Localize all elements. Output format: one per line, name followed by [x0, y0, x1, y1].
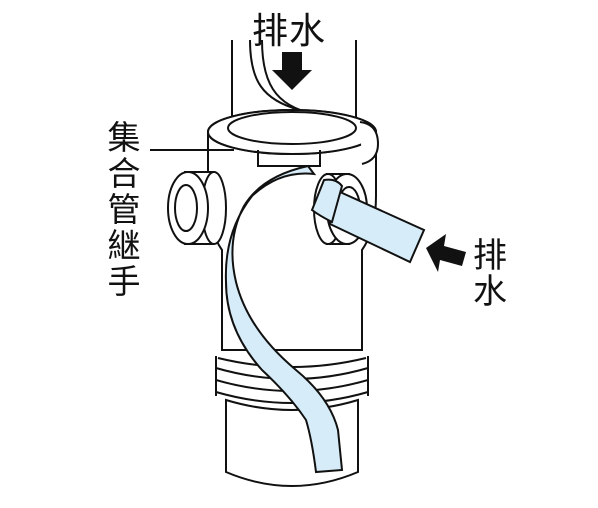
drain-top-label: 排水	[252, 11, 327, 52]
manifold-joint-label: 集合管継手	[107, 118, 141, 301]
top-arrow-icon	[272, 52, 312, 90]
left-inlet	[167, 171, 227, 245]
drain-side-label: 排水	[473, 236, 507, 312]
drain-hose	[224, 164, 426, 474]
side-arrow-icon	[426, 234, 466, 272]
ribbed-band	[215, 356, 369, 404]
